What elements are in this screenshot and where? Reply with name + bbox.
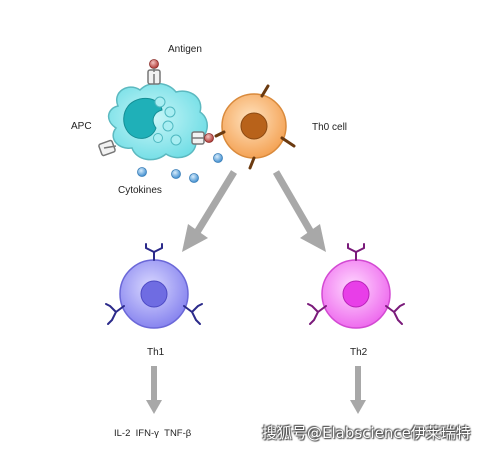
label-th2: Th2 <box>350 347 368 358</box>
arrow-to-th1 <box>182 170 237 252</box>
antigen-presented <box>204 133 214 143</box>
th1-nucleus <box>140 280 168 308</box>
watermark: 搜狐号@Elabscience伊莱瑞特 <box>262 424 471 442</box>
apc-granule <box>162 120 174 132</box>
label-th0-cell: Th0 cell <box>312 122 348 133</box>
apc-granule <box>170 134 182 146</box>
label-apc: APC <box>71 121 92 132</box>
cytokine-dot <box>213 153 223 163</box>
cytokines <box>137 153 223 183</box>
th0-receptors <box>214 84 296 170</box>
th2-nucleus <box>342 280 370 308</box>
th0-nucleus <box>240 112 268 140</box>
th2-receptors <box>307 243 405 325</box>
cytokine-dot <box>137 167 147 177</box>
arrow-th1-output <box>146 366 162 414</box>
mhc-receptor-top <box>147 69 161 85</box>
label-th1: Th1 <box>147 347 165 358</box>
arrow-to-th2 <box>272 170 326 252</box>
antigen-top <box>149 59 159 72</box>
cytokine-dot <box>189 173 199 183</box>
label-th1-cytokines: IL-2 IFN-γ TNF-β <box>114 428 192 439</box>
th0-cell <box>214 84 296 170</box>
th1-receptors <box>105 243 203 325</box>
cytokine-dot <box>171 169 181 179</box>
mhc-receptor-right <box>191 131 205 145</box>
mhc-receptor-left <box>98 139 117 157</box>
label-antigen: Antigen <box>168 44 202 55</box>
apc-granule <box>153 133 163 143</box>
apc-cell <box>107 82 208 161</box>
apc-granule <box>164 106 176 118</box>
apc-granules <box>153 96 182 146</box>
label-cytokines: Cytokines <box>118 185 162 196</box>
th1-cell <box>105 243 203 329</box>
apc-granule <box>154 96 166 108</box>
arrow-th2-output <box>350 366 366 414</box>
th2-cell <box>307 243 405 329</box>
